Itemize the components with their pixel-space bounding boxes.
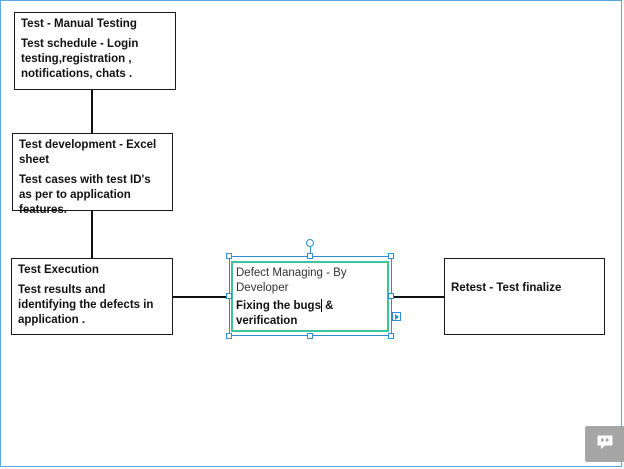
resize-handle-left[interactable] (226, 293, 232, 299)
process-box-defect-managing[interactable]: Defect Managing - By Developer Fixing th… (231, 261, 389, 332)
rotate-handle[interactable] (306, 239, 314, 247)
process-box-test-execution[interactable]: Test Execution Test results and identify… (11, 258, 173, 335)
box-title: Defect Managing - By Developer (236, 267, 347, 294)
connector-1-2 (91, 89, 93, 134)
box-title: Retest - Test finalize (451, 282, 562, 294)
box-title: Test development - Excel sheet (19, 139, 157, 166)
box-title: Test - Manual Testing (21, 18, 137, 30)
connector-2-3 (91, 210, 93, 258)
box-body: Test results and identifying the defects… (18, 284, 154, 326)
box-body-text: Fixing the bugs (236, 300, 321, 312)
connector-3-4 (172, 296, 230, 298)
resize-handle-top-right[interactable] (388, 253, 394, 259)
process-box-retest[interactable]: Retest - Test finalize (444, 258, 605, 335)
resize-handle-right[interactable] (388, 293, 394, 299)
text-cursor (320, 299, 322, 313)
box-title: Test Execution (18, 264, 99, 276)
quote-bubble-icon (597, 435, 613, 454)
box-body-text: & verification (236, 300, 334, 327)
connector-arrow-icon[interactable] (392, 312, 401, 321)
resize-handle-top[interactable] (307, 253, 313, 259)
resize-handle-bottom-left[interactable] (226, 333, 232, 339)
resize-handle-bottom[interactable] (307, 333, 313, 339)
resize-handle-top-left[interactable] (226, 253, 232, 259)
process-box-test-development[interactable]: Test development - Excel sheet Test case… (12, 133, 173, 216)
box-body: Test cases with test ID's as per to appl… (19, 174, 151, 216)
rotation-stem (310, 247, 311, 256)
process-box-manual-testing[interactable]: Test - Manual Testing Test schedule - Lo… (14, 12, 176, 90)
resize-handle-bottom-right[interactable] (388, 333, 394, 339)
connector-4-5 (390, 296, 445, 298)
box-body: Test schedule - Login testing,registrati… (21, 38, 139, 80)
comment-button[interactable] (585, 426, 624, 462)
box-body[interactable]: Fixing the bugs & verification (236, 299, 384, 329)
